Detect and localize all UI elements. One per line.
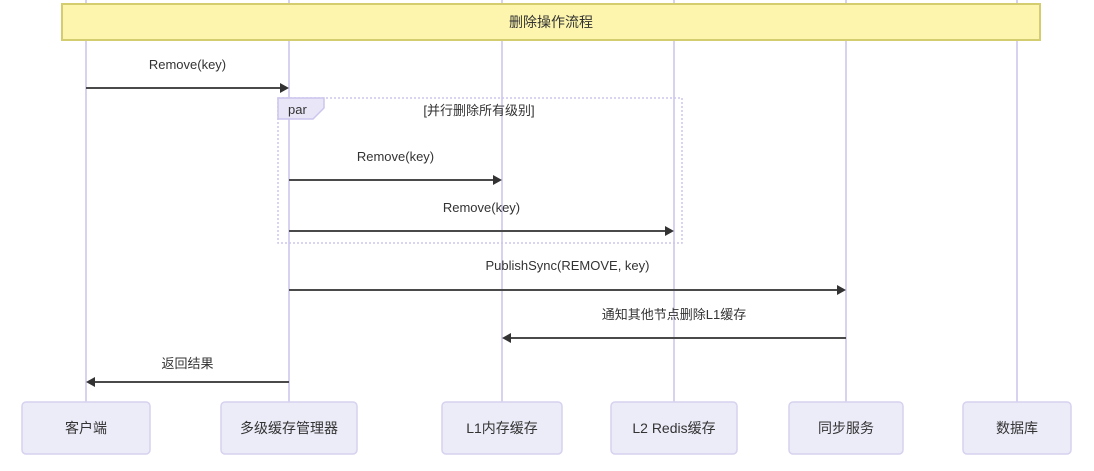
participant-l2[interactable]: L2 Redis缓存 xyxy=(610,401,738,455)
participant-manager[interactable]: 多级缓存管理器 xyxy=(220,401,358,455)
message-m6: 返回结果 xyxy=(86,356,289,387)
message-arrowhead xyxy=(665,226,674,236)
messages-group: Remove(key) Remove(key) Remove(key) Publish… xyxy=(86,57,846,387)
participant-client[interactable]: 客户端 xyxy=(21,401,151,455)
diagram-title: 删除操作流程 xyxy=(509,14,593,30)
message-label: Remove(key) xyxy=(149,57,226,72)
participant-label-db: 数据库 xyxy=(996,420,1038,436)
par-fragment-tab-label: par xyxy=(288,102,307,117)
par-fragment: par [并行删除所有级别] xyxy=(277,97,683,244)
message-arrowhead xyxy=(493,175,502,185)
participant-boxes-group: 客户端 多级缓存管理器 L1内存缓存 L2 Redis缓存 同步服务 数据库 xyxy=(21,401,1072,455)
par-fragment-tab xyxy=(277,97,325,120)
message-m2: Remove(key) xyxy=(289,149,502,185)
participant-box-sync[interactable] xyxy=(788,401,904,455)
message-label: Remove(key) xyxy=(443,200,520,215)
participant-box-client[interactable] xyxy=(21,401,151,455)
participant-label-manager: 多级缓存管理器 xyxy=(240,420,338,436)
par-fragment-condition: [并行删除所有级别] xyxy=(423,103,534,118)
lifelines-group xyxy=(85,0,1018,402)
message-arrowhead xyxy=(280,83,289,93)
participant-label-l1: L1内存缓存 xyxy=(466,420,538,436)
participant-db[interactable]: 数据库 xyxy=(962,401,1072,455)
par-fragment-frame xyxy=(277,97,683,244)
message-arrowhead xyxy=(837,285,846,295)
message-label: 返回结果 xyxy=(161,356,213,371)
message-m3: Remove(key) xyxy=(289,200,674,236)
participant-box-l1[interactable] xyxy=(441,401,563,455)
message-m1: Remove(key) xyxy=(86,57,289,93)
message-arrowhead xyxy=(86,377,95,387)
participant-l1[interactable]: L1内存缓存 xyxy=(441,401,563,455)
message-m5: 通知其他节点删除L1缓存 xyxy=(502,307,846,343)
diagram-title-banner: 删除操作流程 xyxy=(61,3,1041,41)
title-banner-rect xyxy=(61,3,1041,41)
participant-label-client: 客户端 xyxy=(65,420,107,436)
participant-box-l2[interactable] xyxy=(610,401,738,455)
participant-label-sync: 同步服务 xyxy=(818,420,874,436)
message-label: PublishSync(REMOVE, key) xyxy=(486,258,650,273)
message-label: 通知其他节点删除L1缓存 xyxy=(602,307,746,322)
participant-label-l2: L2 Redis缓存 xyxy=(632,420,715,436)
participant-box-db[interactable] xyxy=(962,401,1072,455)
participant-box-manager[interactable] xyxy=(220,401,358,455)
message-arrowhead xyxy=(502,333,511,343)
participant-sync[interactable]: 同步服务 xyxy=(788,401,904,455)
message-m4: PublishSync(REMOVE, key) xyxy=(289,258,846,295)
message-label: Remove(key) xyxy=(357,149,434,164)
